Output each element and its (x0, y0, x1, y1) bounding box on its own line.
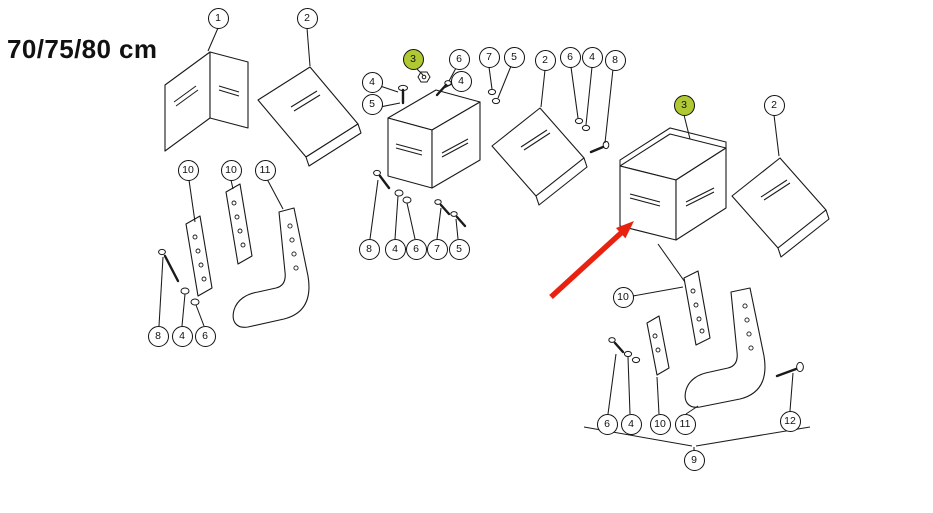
red-arrow-head-icon (616, 221, 634, 239)
callout-10: 10 (649, 413, 671, 435)
red-arrow-shaft (549, 231, 623, 299)
callout-10: 10 (177, 159, 199, 181)
callout-2: 2 (296, 7, 318, 29)
fasteners-top-center (398, 71, 501, 105)
part-3-support-channel-center (387, 89, 481, 189)
callout-7: 7 (426, 238, 448, 260)
callout-11: 11 (674, 413, 696, 435)
part-10-strap-a (185, 215, 213, 297)
callout-4: 4 (171, 325, 193, 347)
part-1-mounting-bracket (164, 51, 249, 152)
lower-left-skid-assembly (158, 183, 310, 328)
part-10-strap-b (225, 183, 253, 265)
callout-5: 5 (503, 46, 525, 68)
callout-3-highlighted: 3 (402, 48, 424, 70)
callout-6: 6 (559, 46, 581, 68)
callout-8: 8 (147, 325, 169, 347)
callout-6: 6 (405, 238, 427, 260)
part-11-skid-shoe-left (232, 207, 310, 328)
fasteners-mid-right (574, 117, 610, 154)
part-9-assembly-brace (583, 426, 811, 447)
callout-8: 8 (358, 238, 380, 260)
red-arrow (549, 221, 634, 299)
callout-4: 4 (361, 71, 383, 93)
part-2-cover-panel-right (731, 157, 830, 258)
part-2-cover-panel-center (491, 107, 588, 206)
part-10-strap-right (683, 270, 711, 346)
size-label: 70/75/80 cm (7, 34, 158, 64)
callout-11: 11 (254, 159, 276, 181)
callout-5: 5 (448, 238, 470, 260)
part-10-plate-right (646, 315, 670, 376)
fasteners-bottom-center (373, 169, 467, 228)
callout-4: 4 (450, 70, 472, 92)
part-2-cover-panel-left (257, 66, 362, 167)
callout-4: 4 (384, 238, 406, 260)
leader-lines (158, 27, 794, 450)
callout-2: 2 (763, 94, 785, 116)
part-11-skid-shoe-right (684, 287, 766, 408)
callout-5: 5 (361, 93, 383, 115)
callout-10: 10 (612, 286, 634, 308)
callout-8: 8 (604, 49, 626, 71)
callout-12: 12 (779, 410, 801, 432)
callout-6: 6 (448, 48, 470, 70)
callout-3-highlighted: 3 (673, 94, 695, 116)
part-12-bolt (775, 361, 804, 378)
callout-4: 4 (620, 413, 642, 435)
callout-6: 6 (194, 325, 216, 347)
callout-2: 2 (534, 49, 556, 71)
callout-7: 7 (478, 46, 500, 68)
callout-4: 4 (581, 46, 603, 68)
callout-9: 9 (683, 449, 705, 471)
callout-1: 1 (207, 7, 229, 29)
callout-10: 10 (220, 159, 242, 181)
lower-right-skid-assembly (608, 243, 804, 408)
part-3-support-channel-right (619, 127, 727, 241)
callout-6: 6 (596, 413, 618, 435)
